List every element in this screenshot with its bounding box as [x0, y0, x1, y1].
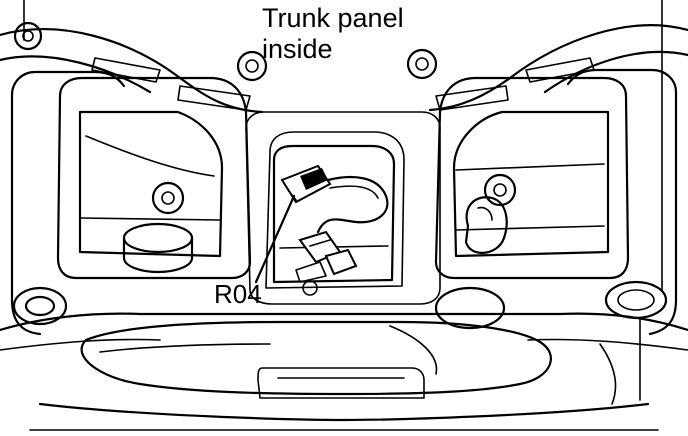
bolt-icon: [406, 48, 438, 80]
bolt-icon: [151, 181, 185, 215]
panel-ridges: [56, 57, 630, 305]
connector-icon: [280, 164, 332, 204]
grommet-icon: [434, 286, 506, 330]
wire-harness-icon: [295, 175, 389, 283]
grommet-icon: [604, 280, 668, 320]
lower-panel: [80, 319, 641, 405]
trunk-panel-label-inside: inside: [262, 34, 333, 64]
connector-label: R04: [214, 279, 262, 309]
r04-leader-line: [254, 194, 296, 284]
trunk-panel-label: Trunk panel: [262, 3, 404, 33]
bolt-icon: [236, 50, 268, 82]
left-opening: [78, 110, 224, 274]
bolt-icon: [302, 280, 318, 296]
bolt-icon: [13, 21, 43, 51]
grommet-icon: [12, 286, 68, 326]
right-opening: [452, 110, 610, 258]
bolt-icon: [483, 173, 517, 207]
